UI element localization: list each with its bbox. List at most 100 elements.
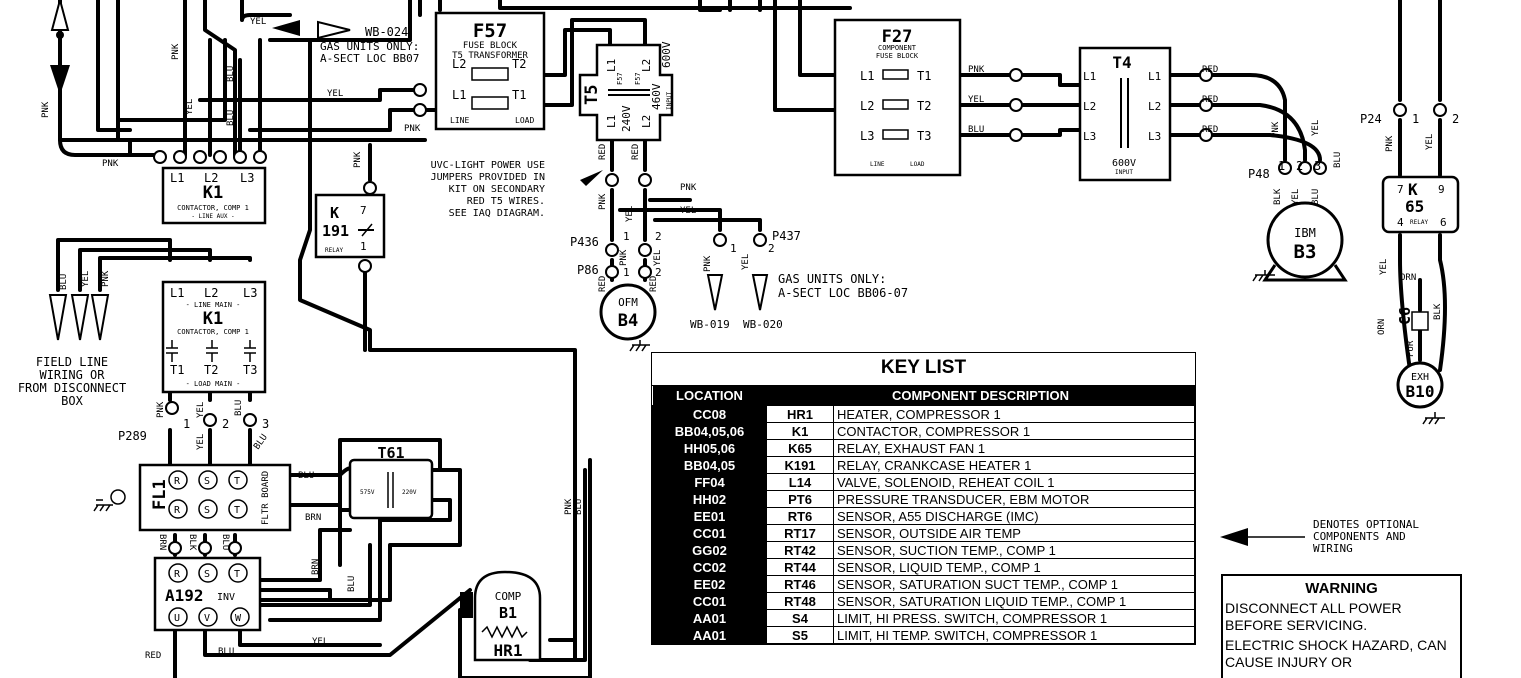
wire-label-pnk-3: PNK <box>102 159 119 169</box>
a192-u: U <box>174 613 180 624</box>
wire-label-yel-14: YEL <box>196 402 206 418</box>
fl1-s1: S <box>204 476 210 487</box>
warning-title: WARNING <box>1305 580 1378 597</box>
a192-w: W <box>235 613 242 624</box>
wire-label-yel-3: YEL <box>327 89 343 99</box>
sect-loc-label-1: A-SECT LOC BB07 <box>320 52 419 65</box>
key-row-ref: K191 <box>766 456 834 474</box>
key-row-ref: L14 <box>766 473 834 491</box>
f27-fuse-block: F27 COMPONENT FUSE BLOCK L1 L2 L3 T1 T2 … <box>833 18 962 177</box>
f57-id: F57 <box>473 20 507 42</box>
optional-note: DENOTES OPTIONAL COMPONENTS AND WIRING <box>1313 519 1419 555</box>
p436-pin2: 2 <box>655 230 662 243</box>
key-row-location: EE01 <box>652 507 767 525</box>
key-row-location: HH05,06 <box>652 439 767 457</box>
wire-label-yel-12: YEL <box>741 254 751 270</box>
p86-pin2: 2 <box>655 266 662 279</box>
t5-l2-top: L2 <box>640 59 653 72</box>
key-row-location: AA01 <box>652 609 767 627</box>
f27-t2: T2 <box>917 99 931 113</box>
c6-id: C6 <box>1396 307 1414 325</box>
col-location: LOCATION <box>652 386 767 406</box>
t5-600v: 600V <box>660 41 673 68</box>
t4-l3-right: L3 <box>1148 130 1161 143</box>
p437-label: P437 <box>772 229 801 243</box>
p24-label: P24 <box>1360 112 1382 126</box>
k65-desc: RELAY <box>1410 219 1428 226</box>
uvc-line-0: UVC-LIGHT POWER USE <box>431 160 545 171</box>
k1-main-bottom: - LOAD MAIN - <box>186 380 241 388</box>
wire-label-blu-4: BLU <box>1333 152 1343 168</box>
f27-line: LINE <box>870 161 885 168</box>
wire-label-blu-6: BLU <box>59 274 69 290</box>
k1-main-contactor: L1 L2 L3 - LINE MAIN - K1 CONTACTOR, COM… <box>161 280 267 394</box>
k65-k: K <box>1408 180 1418 199</box>
k65-relay: 7 K 9 65 4 RELAY 6 <box>1381 175 1460 234</box>
p86-label: P86 <box>577 263 599 277</box>
t61-220v: 220V <box>402 489 417 496</box>
t4-l1-right: L1 <box>1148 70 1161 83</box>
wire-label-pnk-1: PNK <box>171 43 181 60</box>
f57-load: LOAD <box>515 116 534 125</box>
wire-label-orn-2: ORN <box>1377 319 1387 335</box>
key-list-header-row: LOCATION COMPONENT DESCRIPTION <box>652 386 1195 406</box>
p289-pin1: 1 <box>183 417 190 431</box>
fl1-r2: R <box>174 505 181 516</box>
wb024-label: WB-024 <box>365 25 408 39</box>
key-row-location: BB04,05,06 <box>652 422 767 440</box>
p48-pin2: 2 <box>1296 159 1303 173</box>
k1-main-top: - LINE MAIN - <box>186 301 241 309</box>
f57-line: LINE <box>450 116 469 125</box>
t61-transformer: T61 575V 220V <box>348 444 434 520</box>
b3-motor: IBM B3 <box>1262 201 1348 282</box>
wire-label-yel-13: YEL <box>81 271 91 287</box>
field-line-3: BOX <box>61 394 83 408</box>
p436-pin1: 1 <box>623 230 630 243</box>
k1-main-l1: L1 <box>170 286 184 300</box>
wire-label-pnk-2: PNK <box>41 101 51 118</box>
b10-motor: EXH B10 <box>1396 361 1444 409</box>
k191-p1: 1 <box>360 240 367 253</box>
wire-label-blk-3: BLK <box>187 534 197 551</box>
k1-main-t3: T3 <box>243 363 257 377</box>
warning-box: WARNING DISCONNECT ALL POWER BEFORE SERV… <box>1221 574 1462 678</box>
k1-main-l2: L2 <box>204 286 218 300</box>
f57-t1: T1 <box>512 88 526 102</box>
key-row-ref: S4 <box>766 609 834 627</box>
t5-input: INPUT <box>666 92 673 110</box>
wire-label-yel-8: YEL <box>1379 259 1389 275</box>
p24-pin1: 1 <box>1412 112 1419 126</box>
t4-input: INPUT <box>1115 169 1133 176</box>
wire-label-red-8: RED <box>145 651 161 661</box>
k1-main-l3: L3 <box>243 286 257 300</box>
k191-k: K <box>330 204 339 222</box>
key-row-location: CC01 <box>652 592 767 610</box>
t4-l3-left: L3 <box>1083 130 1096 143</box>
key-row-description: LIMIT, HI PRESS. SWITCH, COMPRESSOR 1 <box>833 609 1195 627</box>
a192-r: R <box>174 569 181 580</box>
f27-l2: L2 <box>860 99 874 113</box>
t4-600v: 600V <box>1112 158 1136 169</box>
k1-aux-contactor: L1 L2 L3 K1 CONTACTOR, COMP 1 - LINE AUX… <box>161 166 267 225</box>
key-row-description: HEATER, COMPRESSOR 1 <box>833 405 1195 423</box>
wire-label-pnk-9: PNK <box>598 193 608 210</box>
field-line-1: WIRING OR <box>39 368 105 382</box>
col-description: COMPONENT DESCRIPTION <box>766 386 1195 406</box>
wire-label-blu-13: BLU <box>574 499 584 515</box>
a192-inverter: R S T U V W A192 INV <box>153 556 262 632</box>
key-row-location: EE02 <box>652 575 767 593</box>
b4-name: OFM <box>618 296 638 309</box>
k1-aux-l2: L2 <box>204 171 218 185</box>
key-row-ref: HR1 <box>766 405 834 423</box>
